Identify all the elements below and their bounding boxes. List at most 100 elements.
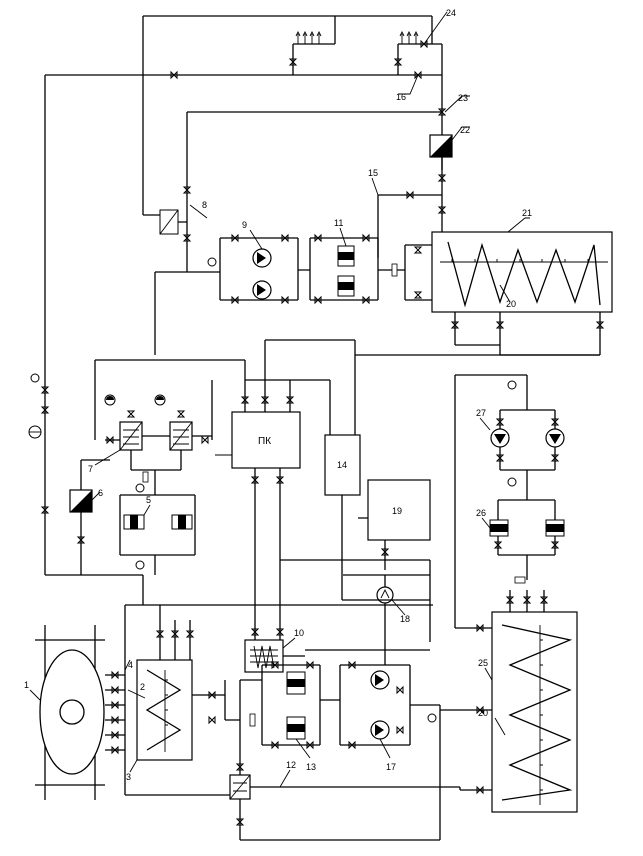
header-to-7	[94, 272, 246, 440]
outlet-arrows-right	[401, 34, 417, 44]
line-24	[430, 16, 442, 45]
component-6-fill	[70, 490, 92, 512]
boiler-2-ticks	[165, 679, 168, 726]
leader-24	[423, 11, 448, 45]
component-10-lines	[254, 560, 430, 657]
outlet-arrows-left	[297, 34, 320, 44]
gauge-5-top	[135, 483, 145, 493]
sensor-7-a-fill	[106, 396, 114, 400]
engine-1-core	[59, 699, 85, 725]
pump-17-bottom-arrow	[375, 724, 384, 736]
leader-5	[143, 504, 151, 516]
leader-26	[481, 517, 491, 529]
left-vertical-line	[44, 75, 143, 576]
label-8: 8	[202, 200, 207, 210]
label-27: 27	[476, 408, 486, 418]
leader-12	[279, 769, 291, 788]
filter-11-manifold	[298, 237, 379, 301]
outlet-arrowheads-left	[295, 30, 322, 37]
boiler-piping	[124, 575, 433, 796]
leader-20-top	[499, 284, 511, 303]
leader-27	[479, 417, 491, 431]
leader-18	[391, 599, 406, 616]
gauge-left-top	[30, 373, 40, 383]
component-25	[491, 611, 578, 813]
component-8-diagonal	[159, 209, 179, 235]
leader-2	[127, 689, 146, 699]
leader-7	[94, 449, 121, 466]
filter-5-right-core	[178, 515, 186, 529]
label-24: 24	[446, 8, 456, 18]
filter-26-left-core	[490, 524, 508, 532]
leader-15	[371, 177, 379, 196]
valve-7-c	[127, 410, 135, 418]
pump-27-filter-26-manifold	[455, 374, 556, 580]
component-18-mark	[380, 588, 390, 599]
component-10-coil	[250, 645, 278, 669]
filter-13-top-core	[287, 679, 305, 687]
outlet-arrowheads-right	[399, 30, 419, 37]
gauge-9	[207, 257, 217, 267]
heat-exchanger-7-left-coil	[119, 421, 143, 451]
pump-9-top-arrow	[257, 252, 266, 264]
component-22-fill	[430, 135, 452, 157]
component-25-piping	[440, 375, 492, 791]
leader-11	[339, 227, 347, 247]
label-2: 2	[140, 682, 145, 692]
output-lines-21	[454, 312, 601, 356]
indicator-25	[514, 576, 526, 584]
leader-23	[444, 95, 470, 113]
valve-17-c	[396, 686, 404, 694]
label-5: 5	[146, 495, 151, 505]
valve-21-b	[414, 291, 422, 299]
link-to-21	[378, 244, 432, 301]
boiler-out-lines	[192, 680, 240, 721]
label-20-top: 20	[506, 299, 516, 309]
label-18: 18	[400, 614, 410, 624]
component-18-lines	[343, 574, 431, 665]
leader-25	[484, 667, 493, 681]
coil-25-ticks	[540, 639, 543, 791]
coil-25	[501, 624, 573, 801]
label-14: 14	[337, 460, 347, 470]
outlet-header-left	[293, 16, 336, 45]
indicator-5	[142, 471, 149, 483]
label-6: 6	[98, 488, 103, 498]
filter-5-manifold	[119, 470, 196, 575]
leader-20-bottom	[494, 717, 506, 736]
filter-26-right-core	[546, 524, 564, 532]
pump-9-manifold	[155, 237, 299, 301]
heat-exchanger-7-right-coil	[169, 421, 193, 451]
gauge-5-bottom	[135, 560, 145, 570]
label-12: 12	[286, 760, 296, 770]
boiler-2	[136, 659, 193, 761]
valve-17-d	[396, 726, 404, 734]
manifold-4-lines	[105, 674, 125, 751]
leader-22	[451, 126, 470, 141]
component-8-links	[143, 214, 187, 223]
leader-4	[124, 659, 131, 671]
indicator-13	[249, 713, 256, 727]
gauge-27-bottom	[507, 477, 517, 487]
pump-27-right-arrow	[549, 434, 561, 444]
component-14-lines	[341, 340, 600, 600]
gauge-27-top	[507, 380, 517, 390]
leader-9	[249, 229, 263, 250]
filter-11-bottom-core	[338, 282, 354, 290]
filter-13-bottom-core	[287, 724, 305, 732]
gauge-17	[427, 713, 437, 723]
valve-boiler-e	[208, 716, 216, 724]
label-10: 10	[294, 628, 304, 638]
leader-6	[91, 491, 101, 501]
filter-11-top-core	[338, 252, 354, 260]
boiler-2-coil	[145, 669, 182, 751]
component-12-lines	[239, 705, 461, 841]
component-12-coil	[229, 774, 251, 800]
leader-13	[295, 738, 311, 759]
lines-into-25	[509, 590, 545, 612]
leader-17	[379, 738, 391, 759]
leader-8	[189, 204, 208, 219]
link-14-to-25	[280, 559, 431, 601]
pump-9-bottom-arrow	[257, 284, 266, 296]
